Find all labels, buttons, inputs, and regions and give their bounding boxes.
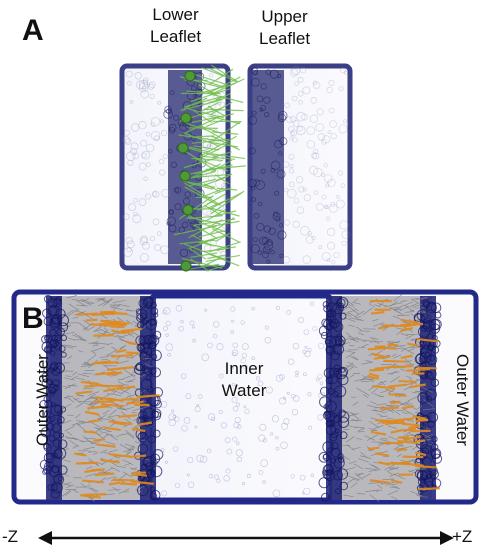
inner-water-label-line1: Inner: [224, 359, 264, 378]
lower-leaflet-label-line1: Lower: [152, 5, 199, 24]
panel-a-diagram: [119, 63, 353, 272]
orange-lipids: [74, 299, 440, 499]
inner-water-label-line2: Water: [221, 381, 267, 400]
upper-leaflet-label: Upper Leaflet: [259, 6, 310, 50]
z-axis-left-arrowhead: [38, 531, 52, 545]
z-axis: [38, 531, 454, 545]
plus-z-label: +Z: [452, 527, 473, 546]
panel-b-lipid-texture: [39, 293, 443, 503]
outer-water-left-label: Outer Water: [33, 354, 52, 446]
panel-a-upper-leaflet-band: [252, 70, 284, 264]
lower-leaflet-label-line2: Leaflet: [150, 27, 202, 46]
outer-water-right-label: Outer Water: [453, 354, 472, 446]
minus-z-label: -Z: [2, 527, 19, 546]
protein-chain: [173, 64, 246, 272]
z-axis-right-arrowhead: [440, 531, 454, 545]
panel-b-diagram: [11, 289, 479, 505]
panel-b-letter: B: [22, 302, 44, 335]
inner-water-label: Inner Water: [214, 358, 274, 402]
panel-a-letter: A: [22, 14, 44, 47]
lower-leaflet-label: Lower Leaflet: [150, 4, 201, 48]
upper-leaflet-label-line2: Leaflet: [259, 29, 311, 48]
upper-leaflet-label-line1: Upper: [261, 7, 308, 26]
